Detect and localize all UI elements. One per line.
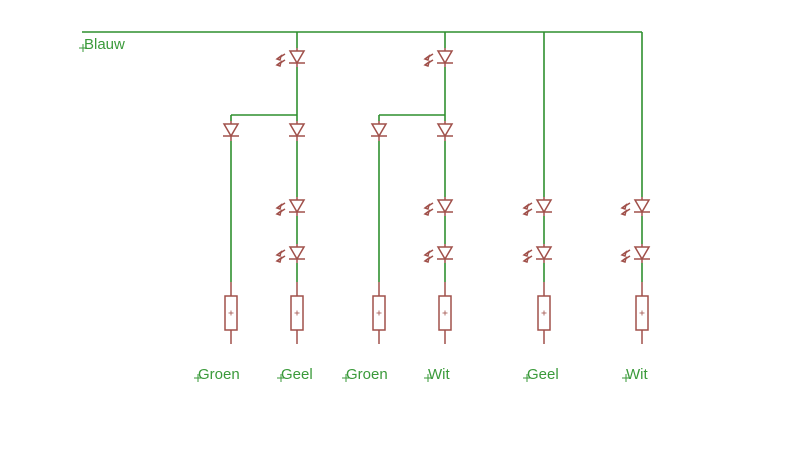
output-label-wit-2: Wit: [622, 366, 648, 383]
diode-icon: [370, 121, 388, 141]
output-label-text: Groen: [198, 366, 240, 383]
resistor-icon: [224, 282, 238, 344]
led-icon: [522, 197, 553, 216]
output-label-wit-1: Wit: [424, 366, 450, 383]
led-icon: [423, 48, 454, 67]
led-icon: [275, 197, 306, 216]
output-label-text: Geel: [281, 366, 313, 383]
diode-icon: [222, 121, 240, 141]
diode-icon: [288, 121, 306, 141]
led-icon: [423, 244, 454, 263]
output-label-text: Wit: [428, 366, 450, 383]
resistor-icon: [537, 282, 551, 344]
led-icon: [620, 244, 651, 263]
resistor-icon: [290, 282, 304, 344]
blauw-net-label: Blauw: [79, 36, 125, 53]
led-icon: [275, 48, 306, 67]
resistor-icon: [635, 282, 649, 344]
led-icon: [423, 197, 454, 216]
led-icon: [620, 197, 651, 216]
diode-icon: [436, 121, 454, 141]
output-label-geel-2: Geel: [523, 366, 559, 383]
led-icon: [275, 244, 306, 263]
output-label-text: Wit: [626, 366, 648, 383]
net-label-text: Blauw: [84, 36, 125, 53]
output-label-text: Geel: [527, 366, 559, 383]
output-label-groen-2: Groen: [342, 366, 388, 383]
output-label-geel-1: Geel: [277, 366, 313, 383]
output-label-groen-1: Groen: [194, 366, 240, 383]
resistor-icon: [372, 282, 386, 344]
output-label-text: Groen: [346, 366, 388, 383]
led-icon: [522, 244, 553, 263]
resistor-icon: [438, 282, 452, 344]
